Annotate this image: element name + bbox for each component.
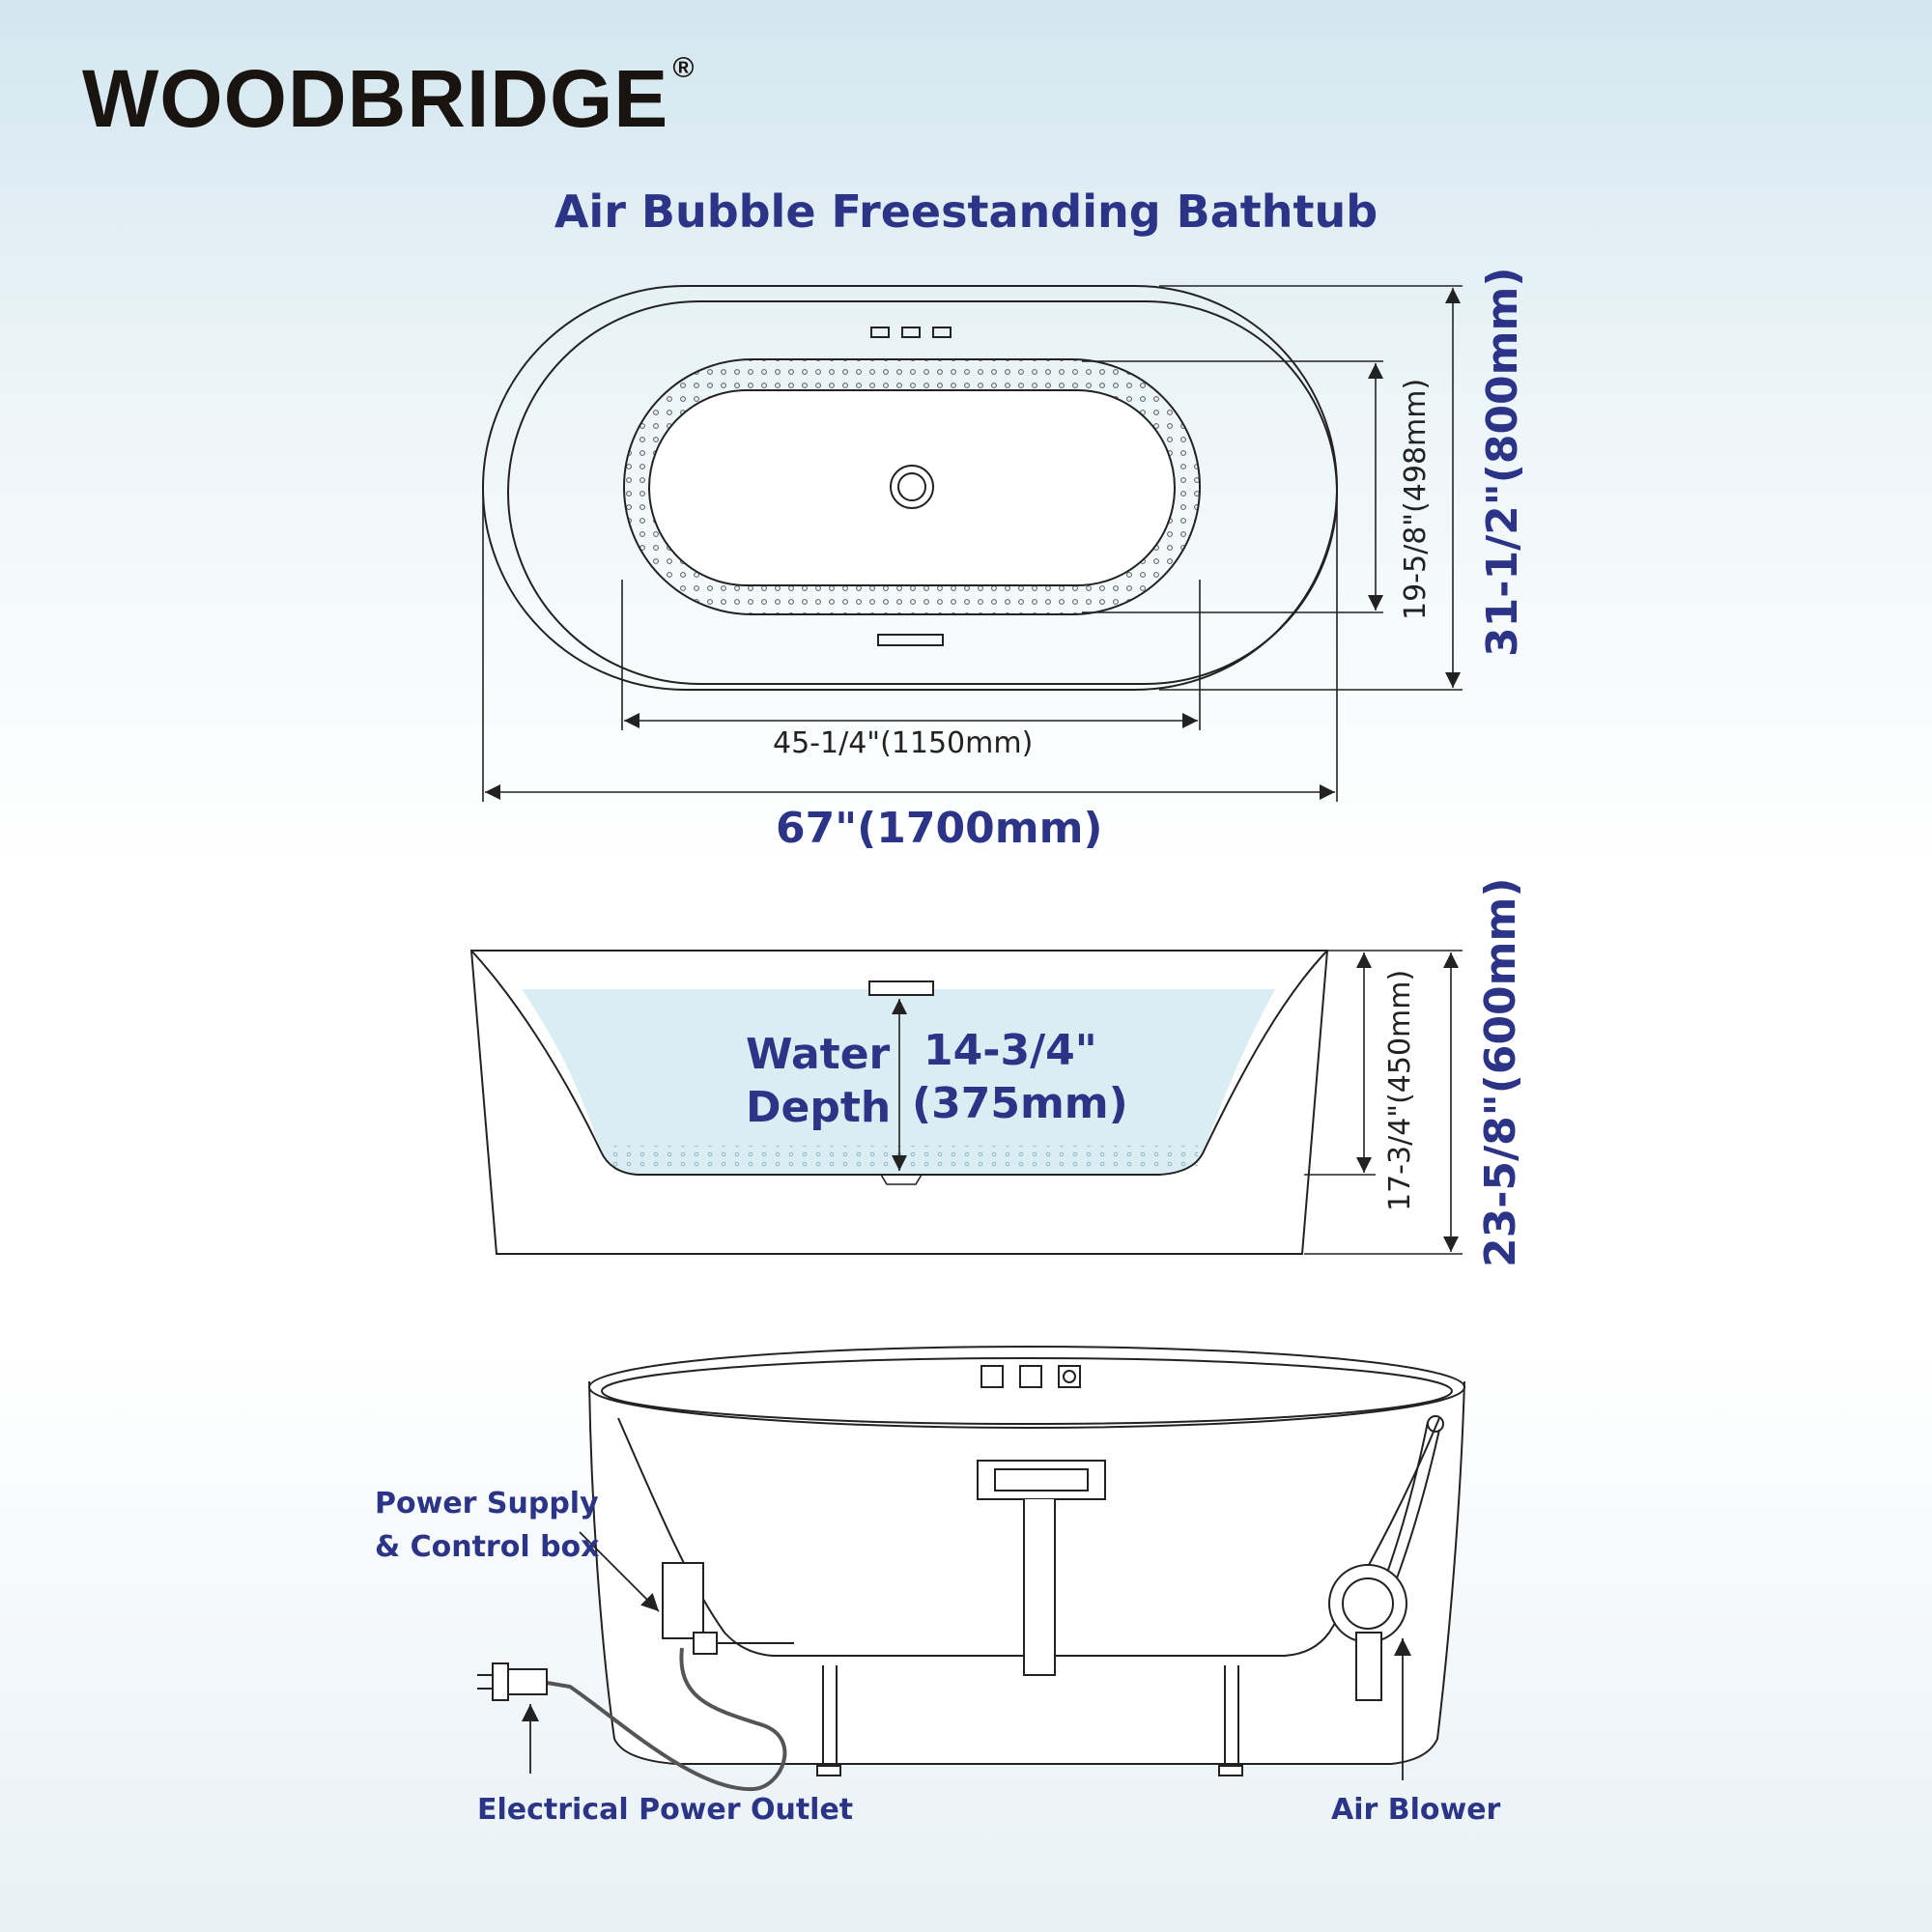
top-view-dimensions: [482, 285, 1463, 802]
page-title: Air Bubble Freestanding Bathtub: [554, 185, 1378, 238]
tub-interior-wall: [470, 950, 1328, 1176]
control-panel-icons-3d: [980, 1365, 1081, 1388]
bubble-mode-icon: [980, 1365, 1004, 1388]
top-view: [482, 285, 1338, 691]
overflow-fitting: [868, 980, 934, 996]
power-outlet-label: Electrical Power Outlet: [477, 1793, 854, 1827]
power-supply-line2: & Control box: [375, 1530, 600, 1564]
inner-length-label: 45-1/4"(1150mm): [773, 726, 1034, 760]
callout-arrows: [522, 1531, 1411, 1780]
water-depth-inches: 14-3/4": [923, 1026, 1097, 1075]
registered-mark: ®: [672, 52, 696, 84]
power-supply-label: Power Supply & Control box: [375, 1482, 600, 1569]
side-view-dimensions: [892, 950, 1463, 1255]
power-icon: [1058, 1365, 1081, 1388]
power-plug: [507, 1668, 548, 1695]
drain-pipe: [1023, 1499, 1056, 1676]
leg-right: [1224, 1665, 1239, 1766]
drain-icon: [890, 465, 934, 509]
bubble-mode-icon: [870, 327, 890, 338]
air-blower-label: Air Blower: [1331, 1793, 1501, 1827]
power-cord: [546, 1647, 787, 1792]
brand-logo: WOODBRIDGE®: [82, 54, 695, 140]
power-supply-line1: Power Supply: [375, 1487, 599, 1520]
water-depth-label: Water Depth: [746, 1028, 892, 1134]
snowflake-icon: [1019, 1365, 1042, 1388]
inner-width-label: 19-5/8"(498mm): [1399, 378, 1433, 620]
water-depth-value: 14-3/4" (375mm): [912, 1024, 1128, 1130]
water-depth-mm: (375mm): [912, 1079, 1128, 1128]
power-icon: [932, 327, 952, 338]
perspective-view: [477, 1346, 1465, 1792]
air-blower: [1328, 1564, 1407, 1643]
leg-left: [822, 1665, 838, 1766]
water-depth-label-line2: Depth: [746, 1083, 892, 1132]
tub-floor: [648, 389, 1176, 586]
brand-name: WOODBRIDGE: [82, 53, 669, 144]
control-panel-icons: [870, 327, 952, 338]
water-depth-label-line1: Water: [746, 1030, 891, 1079]
overall-width-label: 31-1/2"(800mm): [1478, 267, 1527, 657]
overall-height-label: 23-5/8"(600mm): [1476, 877, 1525, 1267]
interior-depth-label: 17-3/4"(450mm): [1383, 969, 1417, 1211]
overflow-box: [977, 1460, 1106, 1500]
snowflake-icon: [901, 327, 921, 338]
overflow-slot: [877, 634, 944, 646]
overall-length-label: 67"(1700mm): [776, 804, 1103, 853]
control-box: [662, 1562, 704, 1639]
